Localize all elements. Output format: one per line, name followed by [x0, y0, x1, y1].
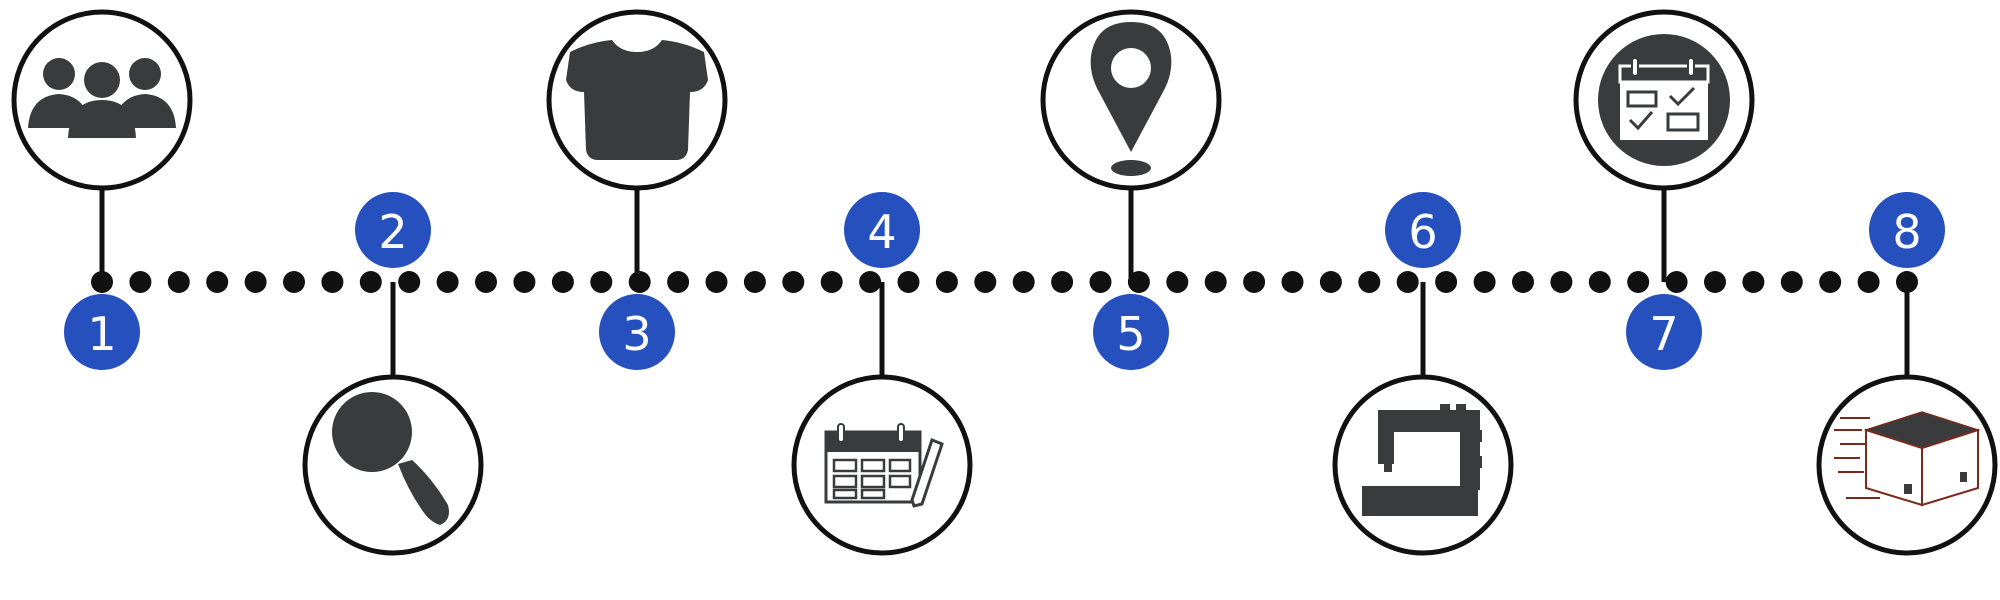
- timeline-dot: [1665, 271, 1688, 293]
- step-6-badge: [1385, 192, 1461, 268]
- location-pin-icon: [1090, 22, 1172, 176]
- step-5: 5: [1040, 9, 1222, 370]
- timeline-dot: [1358, 271, 1381, 293]
- timeline-dot: [475, 271, 497, 293]
- timeline-dot: [1396, 271, 1419, 293]
- step-6-number: 6: [1408, 205, 1437, 259]
- timeline-dotted-line: [91, 271, 1918, 293]
- timeline-dot: [1473, 271, 1496, 293]
- timeline-dot: [705, 271, 728, 293]
- magnifier-icon: [332, 392, 449, 525]
- timeline-dot: [1051, 271, 1074, 293]
- sewing-machine-icon: [1362, 404, 1482, 516]
- timeline-dot: [1089, 271, 1112, 293]
- timeline-dot: [782, 271, 805, 293]
- timeline-dot: [1704, 271, 1726, 293]
- timeline-dot: [1588, 271, 1611, 293]
- timeline-dot: [1512, 271, 1534, 293]
- timeline-dot: [1204, 271, 1227, 293]
- step-8-number: 8: [1892, 205, 1921, 259]
- step-8: 8: [1816, 192, 1998, 556]
- timeline-dot: [1857, 271, 1880, 293]
- timeline-dot: [283, 271, 305, 293]
- timeline-dot: [897, 271, 920, 293]
- tshirt-icon: [566, 40, 708, 160]
- step-3-number: 3: [622, 307, 651, 361]
- delivery-box-icon: [1834, 411, 1981, 507]
- timeline-dot: [590, 271, 613, 293]
- calendar-checklist-icon: [1598, 34, 1730, 166]
- step-4-number: 4: [867, 205, 896, 259]
- step-5-badge: [1093, 294, 1169, 370]
- timeline-dot: [1742, 271, 1765, 293]
- timeline-dot: [628, 271, 651, 293]
- timeline-dot: [359, 271, 382, 293]
- timeline-dot: [1012, 271, 1035, 293]
- step-2-badge: [355, 192, 431, 268]
- timeline-dot: [1319, 271, 1342, 293]
- step-6-icon-frame: [1332, 374, 1514, 556]
- step-5-number: 5: [1116, 307, 1145, 361]
- timeline-dot: [1435, 271, 1458, 293]
- timeline-dot: [244, 271, 267, 293]
- calendar-pencil-icon: [824, 423, 944, 508]
- step-6: 6: [1332, 192, 1514, 556]
- timeline-dot: [1627, 271, 1650, 293]
- timeline-dot: [1281, 271, 1304, 293]
- timeline-dot: [667, 271, 690, 293]
- step-3: 3: [546, 9, 728, 370]
- timeline-dot: [513, 271, 536, 293]
- step-1: 1: [11, 9, 193, 370]
- timeline-dot: [436, 271, 459, 293]
- timeline-dot: [1166, 271, 1189, 293]
- step-4: 4: [791, 192, 973, 556]
- timeline-dot: [1550, 271, 1573, 293]
- timeline-dot: [743, 271, 766, 293]
- step-2-number: 2: [378, 205, 407, 259]
- timeline-dot: [1243, 271, 1266, 293]
- step-7-badge: [1626, 294, 1702, 370]
- timeline-dot: [551, 271, 574, 293]
- timeline-dot: [974, 271, 997, 293]
- timeline-dot: [935, 271, 958, 293]
- timeline-dot: [129, 271, 152, 293]
- step-1-number: 1: [87, 307, 116, 361]
- timeline-dot: [206, 271, 229, 293]
- timeline-dot: [1819, 271, 1842, 293]
- step-4-badge: [844, 192, 920, 268]
- step-3-badge: [599, 294, 675, 370]
- step-8-badge: [1869, 192, 1945, 268]
- timeline-dot: [820, 271, 843, 293]
- step-7: 7: [1573, 9, 1755, 370]
- timeline-dot: [1780, 271, 1803, 293]
- step-2: 2: [302, 192, 484, 556]
- timeline-dot: [398, 271, 421, 293]
- timeline-dot: [167, 271, 190, 293]
- timeline-dot: [859, 271, 882, 293]
- step-1-badge: [64, 294, 140, 370]
- people-group-icon: [28, 58, 176, 138]
- step-7-number: 7: [1649, 307, 1678, 361]
- timeline-dot: [321, 271, 344, 293]
